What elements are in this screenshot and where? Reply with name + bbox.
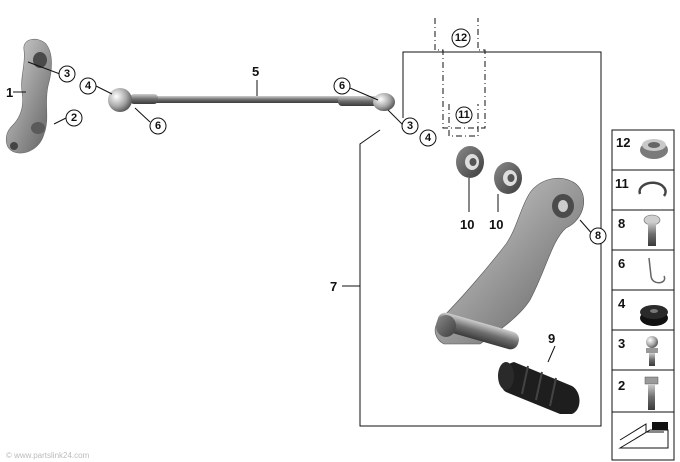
svg-text:6: 6 <box>618 256 625 271</box>
circlip-icon <box>638 181 667 197</box>
assembly-11-frame <box>448 104 479 137</box>
callout-4-left: 4 <box>79 77 97 95</box>
label-part-9: 9 <box>548 331 555 346</box>
shift-pedal-lever <box>434 178 585 350</box>
assembly-7-frame <box>359 51 602 427</box>
hex-bolt-icon <box>644 376 659 410</box>
label-part-7: 7 <box>330 279 337 294</box>
callout-4-right: 4 <box>419 129 437 147</box>
bearing-lower <box>494 162 522 194</box>
callout-2-left: 2 <box>65 109 83 127</box>
callout-11: 11 <box>455 106 473 124</box>
svg-text:6: 6 <box>339 80 345 92</box>
callout-6-right: 6 <box>333 77 351 95</box>
callout-3-right: 3 <box>401 117 419 135</box>
svg-text:4: 4 <box>425 132 432 144</box>
callout-8: 8 <box>589 227 607 245</box>
label-part-1: 1 <box>6 85 13 100</box>
label-part-10-a: 10 <box>460 217 474 232</box>
svg-text:2: 2 <box>618 378 625 393</box>
svg-text:6: 6 <box>155 120 161 132</box>
shift-rod <box>108 88 395 112</box>
legend-row-3: 3 <box>618 336 658 366</box>
svg-text:3: 3 <box>618 336 625 351</box>
bearing-upper <box>456 146 484 178</box>
label-part-5: 5 <box>252 64 259 79</box>
svg-text:12: 12 <box>455 32 467 44</box>
spring-clip-icon <box>648 257 666 284</box>
svg-text:3: 3 <box>64 68 70 80</box>
shift-shaft-lever <box>5 38 52 154</box>
sleeve-icon <box>640 139 668 159</box>
label-part-10-b: 10 <box>489 217 503 232</box>
legend-row-6: 6 <box>618 256 666 284</box>
catalog-symbol-icon <box>618 422 669 449</box>
legend-row-11: 11 <box>615 176 667 197</box>
leader-lines <box>13 61 595 363</box>
svg-text:2: 2 <box>71 112 77 124</box>
svg-text:11: 11 <box>458 109 470 121</box>
svg-text:4: 4 <box>85 80 92 92</box>
svg-text:8: 8 <box>595 230 601 242</box>
torx-bolt-icon <box>643 214 661 246</box>
callout-6-left: 6 <box>149 117 167 135</box>
watermark: © www.partslink24.com <box>6 451 90 460</box>
legend-row-8: 8 <box>618 214 661 246</box>
svg-text:11: 11 <box>615 176 629 191</box>
callout-12: 12 <box>451 28 471 48</box>
legend-row-4: 4 <box>618 296 668 326</box>
svg-text:3: 3 <box>407 120 413 132</box>
shift-pedal-rubber <box>498 362 580 414</box>
svg-text:12: 12 <box>616 135 630 150</box>
assembly-12-frame <box>434 18 486 129</box>
legend-row-2: 2 <box>618 376 659 410</box>
parts-legend: 12 11 8 6 <box>611 129 675 461</box>
legend-row-12: 12 <box>616 135 668 159</box>
svg-text:4: 4 <box>618 296 626 311</box>
ball-stud-icon <box>646 336 658 366</box>
callout-3-left: 3 <box>58 65 76 83</box>
rubber-washer-icon <box>640 305 668 326</box>
svg-text:8: 8 <box>618 216 625 231</box>
